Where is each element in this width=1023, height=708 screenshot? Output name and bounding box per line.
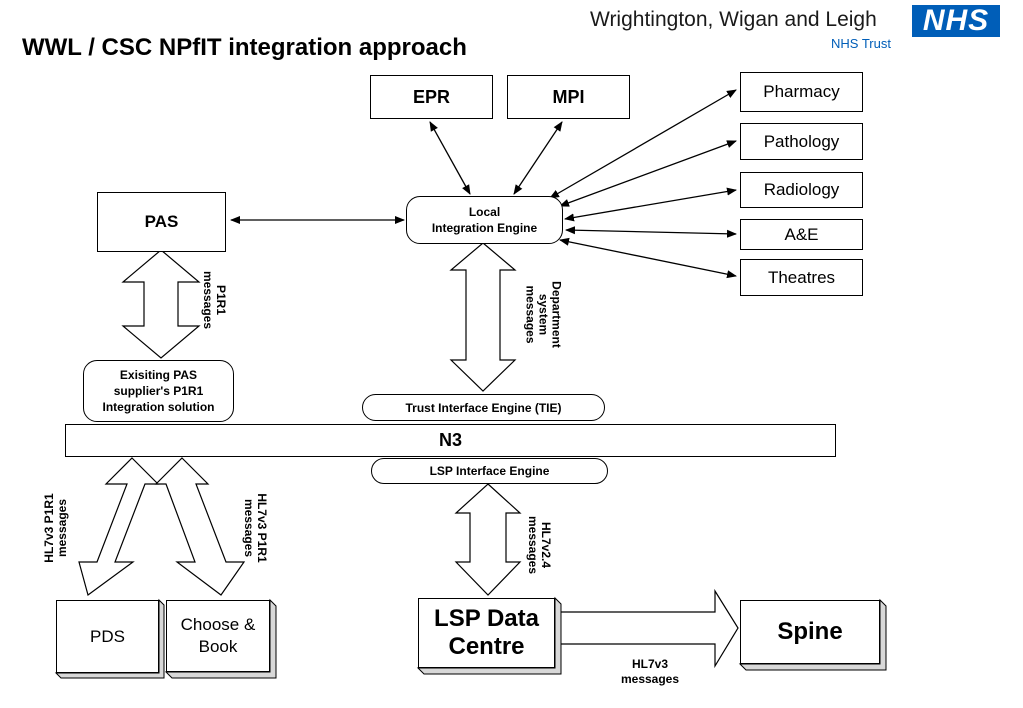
lsp-dc-line2: Centre <box>448 633 525 660</box>
p1r1-line2: supplier's P1R1 <box>113 384 204 398</box>
pas-box: PAS <box>97 192 226 252</box>
hl7v3-choose-book-line2: messages <box>242 498 256 558</box>
block-arrow-datacentre-spine <box>557 588 739 669</box>
hl7v24-line2: messages <box>526 515 540 575</box>
choose-book-box: Choose & Book <box>166 600 270 672</box>
hl7v3-pds-label: HL7v3 P1R1 messages <box>42 478 69 578</box>
pathology-box: Pathology <box>740 123 863 160</box>
hl7v24-line1: HL7v2.4 <box>539 521 553 569</box>
hl7v3-choose-book-label: HL7v3 P1R1 messages <box>242 478 269 578</box>
hl7v3-spine-line2: messages <box>620 672 680 686</box>
p1r1-line3: Integration solution <box>102 400 215 414</box>
choose-book-line2: Book <box>198 637 238 656</box>
connector-radiology-engine <box>564 187 737 222</box>
lsp-dc-line1: LSP Data <box>434 605 539 632</box>
hl7v3-spine-line1: HL7v3 <box>631 657 669 671</box>
radiology-box: Radiology <box>740 172 863 208</box>
block-arrow-n3-pds <box>78 457 160 597</box>
theatres-box: Theatres <box>740 259 863 296</box>
lsp-interface-engine: LSP Interface Engine <box>371 458 608 484</box>
spine-box: Spine <box>740 600 880 664</box>
org-name: Wrightington, Wigan and Leigh <box>590 8 877 31</box>
connector-ae-engine <box>565 226 737 238</box>
p1r1-line1: Exisiting PAS <box>119 368 198 382</box>
department-messages-label: Department system messages <box>523 267 564 363</box>
pharmacy-box: Pharmacy <box>740 72 863 112</box>
block-arrow-engine-tie <box>449 242 517 392</box>
hl7v3-pds-line2: messages <box>55 498 69 558</box>
page-title: WWL / CSC NPfIT integration approach <box>22 34 467 61</box>
nhs-logo: NHS <box>912 5 1000 37</box>
n3-network-bar: N3 <box>65 424 836 457</box>
choose-book-line1: Choose & <box>180 615 256 634</box>
org-subtitle: NHS Trust <box>831 36 891 51</box>
local-engine-line2: Integration Engine <box>431 221 538 235</box>
epr-box: EPR <box>370 75 493 119</box>
hl7v3-spine-label: HL7v3 messages <box>600 657 700 687</box>
block-arrow-n3-choose-book <box>154 457 246 596</box>
p1r1-integration-solution: Exisiting PAS supplier's P1R1 Integratio… <box>83 360 234 422</box>
block-arrow-pas-p1r1 <box>121 249 201 359</box>
trust-interface-engine: Trust Interface Engine (TIE) <box>362 394 605 421</box>
department-line3: messages <box>523 285 538 344</box>
p1r1-messages-line2: messages <box>201 270 215 330</box>
spine-bevel <box>738 598 887 671</box>
lsp-data-centre-box: LSP Data Centre <box>418 598 555 668</box>
department-line1: Department <box>549 281 564 348</box>
connector-pathology-engine <box>559 140 737 207</box>
connector-mpi-engine <box>513 121 563 195</box>
block-arrow-lsp-datacentre <box>454 483 522 596</box>
pds-box: PDS <box>56 600 159 673</box>
lsp-datacentre-bevel <box>416 596 562 675</box>
connector-epr-engine <box>429 121 471 195</box>
mpi-box: MPI <box>507 75 630 119</box>
choose-book-bevel <box>164 598 277 679</box>
local-engine-line1: Local <box>468 205 501 219</box>
department-line2: system <box>536 293 551 336</box>
hl7v3-choose-book-line1: HL7v3 P1R1 <box>255 493 269 563</box>
hl7v24-messages-label: HL7v2.4 messages <box>526 505 553 585</box>
pds-bevel <box>54 598 165 679</box>
ae-box: A&E <box>740 219 863 250</box>
local-integration-engine: Local Integration Engine <box>406 196 563 244</box>
p1r1-messages-label: P1R1 messages <box>201 260 228 340</box>
p1r1-messages-line1: P1R1 <box>214 284 228 316</box>
connector-theatres-engine <box>559 237 737 279</box>
